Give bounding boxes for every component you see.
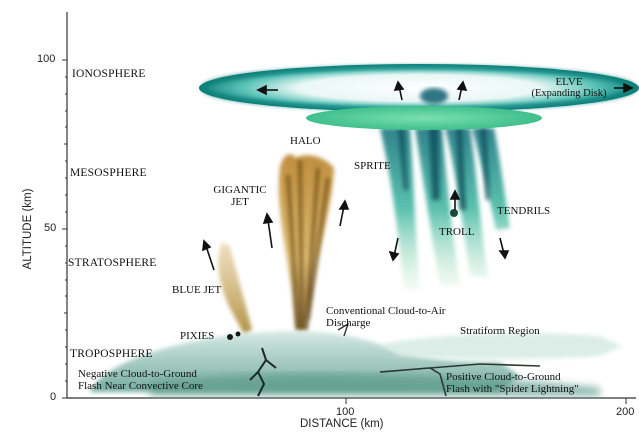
- y-tick-label-0: 0: [50, 391, 56, 403]
- label-troll: TROLL: [439, 226, 474, 238]
- sprite-top: [306, 106, 542, 130]
- label-ionosphere: IONOSPHERE: [72, 68, 146, 80]
- sprite-tendrils: [380, 128, 510, 290]
- x-tick-label-200: 200: [616, 406, 634, 418]
- label-gigantic-jet-line1: GIGANTIC: [210, 184, 270, 196]
- label-stratosphere: STRATOSPHERE: [68, 257, 156, 269]
- sprite-core: [420, 88, 448, 104]
- x-tick-label-100: 100: [336, 406, 354, 418]
- pixies-2: [236, 332, 241, 337]
- label-elve: ELVE (Expanding Disk): [524, 76, 614, 100]
- label-gigantic-jet: GIGANTIC JET: [210, 184, 270, 208]
- label-cloud-to-air: Conventional Cloud-to-Air Discharge: [326, 305, 445, 329]
- label-elve-line2: (Expanding Disk): [524, 88, 614, 100]
- label-stratiform: Stratiform Region: [460, 325, 540, 337]
- jet-arrow-left: [268, 220, 272, 248]
- troll-marker: [450, 209, 458, 217]
- label-tendrils: TENDRILS: [497, 205, 550, 217]
- label-mesosphere: MESOSPHERE: [70, 167, 147, 179]
- label-positive-cg-line2: Flash with "Spider Lightning": [446, 383, 579, 395]
- stratiform-cloud: [380, 333, 622, 359]
- label-positive-cg: Positive Cloud-to-Ground Flash with "Spi…: [446, 371, 579, 395]
- label-halo: HALO: [290, 135, 321, 147]
- y-axis-title: ALTITUDE (km): [22, 179, 34, 279]
- label-cloud-to-air-line1: Conventional Cloud-to-Air: [326, 305, 445, 317]
- label-positive-cg-line1: Positive Cloud-to-Ground: [446, 371, 579, 383]
- label-cloud-to-air-line2: Discharge: [326, 317, 445, 329]
- label-troposphere: TROPOSPHERE: [70, 348, 153, 360]
- y-tick-label-100: 100: [37, 53, 55, 65]
- y-tick-label-50: 50: [44, 222, 56, 234]
- sprite: [306, 88, 542, 290]
- pixies: [227, 334, 233, 340]
- label-sprite: SPRITE: [354, 160, 391, 172]
- gigantic-jet: [279, 154, 334, 330]
- label-gigantic-jet-line2: JET: [210, 196, 270, 208]
- label-pixies: PIXIES: [180, 330, 214, 342]
- label-negative-cg-line2: Flash Near Convective Core: [78, 380, 203, 392]
- label-elve-line1: ELVE: [524, 76, 614, 88]
- blue-jet-arrow: [206, 246, 214, 270]
- label-blue-jet: BLUE JET: [172, 284, 221, 296]
- blue-jet: [218, 242, 252, 334]
- x-axis-title: DISTANCE (km): [300, 418, 383, 430]
- label-negative-cg: Negative Cloud-to-Ground Flash Near Conv…: [78, 368, 203, 392]
- label-negative-cg-line1: Negative Cloud-to-Ground: [78, 368, 203, 380]
